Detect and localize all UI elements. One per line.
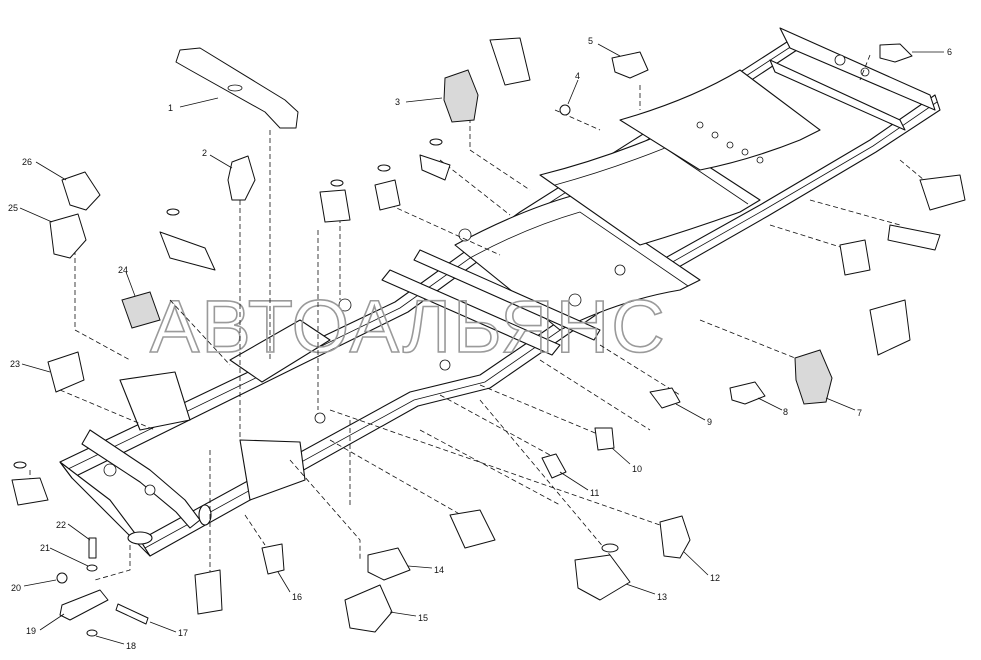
callout-15: 15 [418, 613, 428, 623]
part-14-mount [367, 547, 411, 581]
part-13-mount [574, 554, 631, 601]
callout-5: 5 [588, 36, 593, 46]
part-17-bolt [115, 603, 149, 625]
callout-19: 19 [26, 626, 36, 636]
callout-24: 24 [118, 265, 128, 275]
part-26-shield [61, 171, 101, 211]
callout-4: 4 [575, 71, 580, 81]
watermark-text: АВТОАЛЬЯНС [150, 285, 667, 368]
part-21-washer [86, 564, 98, 572]
part-5-bracket [611, 51, 649, 79]
callout-2: 2 [202, 148, 207, 158]
part-23-bracket [47, 351, 85, 393]
callout-9: 9 [707, 417, 712, 427]
part-10-clip [594, 427, 615, 451]
part-15-mount [344, 584, 393, 633]
part-3-shield [443, 69, 479, 123]
part-22-bolt [88, 537, 97, 559]
callout-6: 6 [947, 47, 952, 57]
chassis-frame [59, 27, 941, 557]
callout-1: 1 [168, 103, 173, 113]
callout-8: 8 [783, 407, 788, 417]
callout-11: 11 [590, 488, 599, 498]
leader-lines [19, 43, 944, 645]
parts [11, 37, 966, 637]
callout-17: 17 [178, 628, 188, 638]
callout-14: 14 [434, 565, 444, 575]
part-9-bracket [649, 387, 681, 409]
callout-20: 20 [11, 583, 21, 593]
callout-22: 22 [56, 520, 66, 530]
callout-3: 3 [395, 97, 400, 107]
part-25-shield [49, 213, 87, 259]
part-7-shield [794, 349, 833, 405]
callout-21: 21 [40, 543, 50, 553]
callout-7: 7 [857, 408, 862, 418]
callout-16: 16 [292, 592, 302, 602]
callout-18: 18 [126, 641, 136, 651]
part-11-clip [541, 453, 567, 479]
part-24-bracket [121, 291, 161, 329]
callout-12: 12 [710, 573, 720, 583]
part-4-nut [559, 104, 571, 116]
part-2-bracket [227, 155, 256, 201]
callout-25: 25 [8, 203, 18, 213]
part-12-plate [659, 515, 691, 559]
part-18-washer [86, 629, 98, 637]
callout-26: 26 [22, 157, 32, 167]
callout-labels: 1 2 3 4 5 6 7 8 9 10 11 12 13 14 15 16 1… [8, 36, 952, 651]
callout-13: 13 [657, 592, 667, 602]
part-20-nut [56, 572, 68, 584]
part-6-bracket [879, 43, 913, 63]
callout-23: 23 [10, 359, 20, 369]
part-16-bracket [261, 543, 285, 575]
callout-10: 10 [632, 464, 642, 474]
part-8-bracket [729, 381, 766, 405]
part-19-tow-hook [59, 589, 109, 621]
